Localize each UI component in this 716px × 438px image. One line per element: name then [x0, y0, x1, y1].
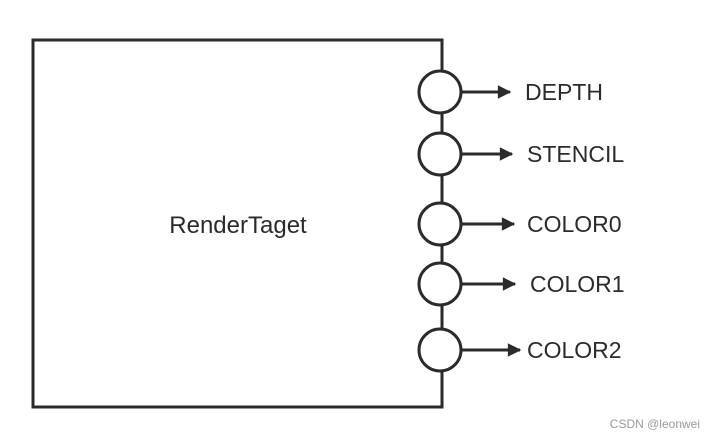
- port-depth-label: DEPTH: [525, 79, 603, 105]
- port-stencil: STENCIL: [417, 131, 624, 177]
- port-color2-circle: [417, 327, 463, 373]
- port-depth-circle: [417, 69, 463, 115]
- port-color0-circle: [417, 201, 463, 247]
- watermark-text: CSDN @leonwei: [610, 417, 700, 431]
- port-color2-label: COLOR2: [527, 337, 622, 363]
- port-color1-circle: [417, 261, 463, 307]
- port-color2: COLOR2: [417, 327, 622, 373]
- port-stencil-label: STENCIL: [527, 141, 624, 167]
- port-color1: COLOR1: [417, 261, 625, 307]
- port-color1-label: COLOR1: [530, 271, 625, 297]
- port-depth: DEPTH: [417, 69, 603, 115]
- port-color0-label: COLOR0: [527, 211, 622, 237]
- render-target-label: RenderTaget: [169, 212, 307, 239]
- port-color0: COLOR0: [417, 201, 622, 247]
- port-stencil-circle: [417, 131, 463, 177]
